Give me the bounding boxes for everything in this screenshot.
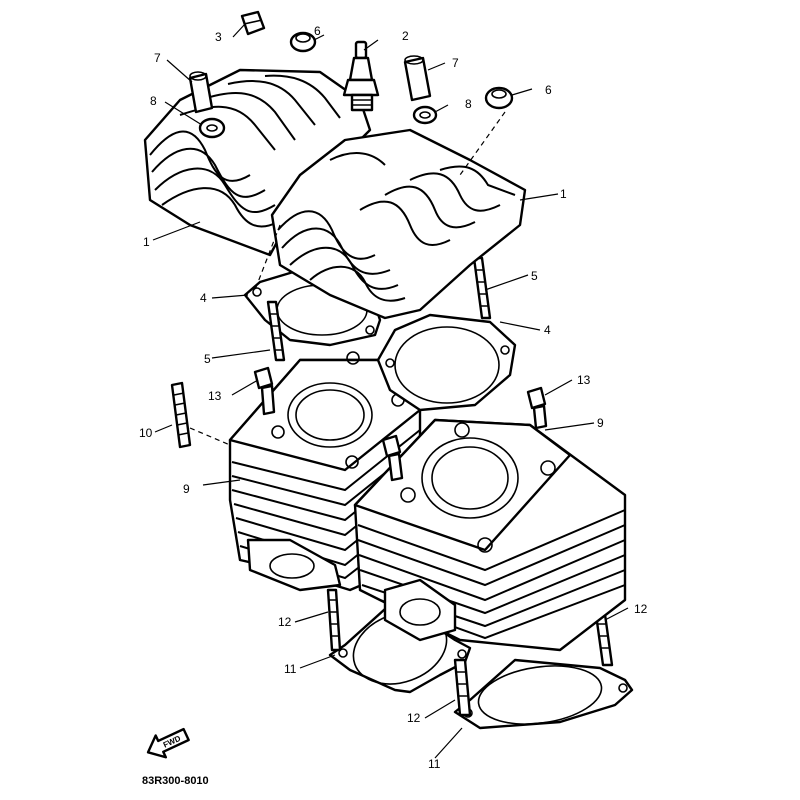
- cylinder-stud-left: [326, 588, 342, 652]
- callout-3: 3: [215, 30, 222, 44]
- callout-6-left: 6: [314, 24, 321, 38]
- head-gasket-front: [376, 313, 517, 412]
- callout-4-rear: 4: [200, 291, 207, 305]
- callout-6-right: 6: [545, 83, 552, 97]
- callout-1-rear: 1: [143, 235, 150, 249]
- callout-2: 2: [402, 29, 409, 43]
- dowel-nut-front-right: [526, 386, 548, 430]
- cap-nut: [240, 10, 266, 36]
- collar-right: [403, 55, 432, 102]
- callout-labels: 1 1 2 3 4 4 5 5 6 6 7 7 8 8 9 9 10 11 11…: [139, 24, 648, 771]
- callout-13-right: 13: [577, 373, 591, 387]
- callout-4-front: 4: [544, 323, 551, 337]
- washer-left: [198, 117, 226, 139]
- clip-strip: [170, 381, 192, 449]
- leader-lines: [152, 23, 629, 759]
- flange-nut-right: [484, 86, 514, 110]
- cylinder-head-rear: [143, 68, 372, 257]
- callout-12-middle: 12: [407, 711, 421, 725]
- callout-8-right: 8: [465, 97, 472, 111]
- forward-arrow-icon: FWD: [146, 727, 190, 759]
- dowel-nut-front-left: [381, 434, 404, 482]
- callout-7-left: 7: [154, 51, 161, 65]
- callout-10: 10: [139, 426, 153, 440]
- callout-12-right: 12: [634, 602, 648, 616]
- cylinder-head-front: [270, 128, 527, 320]
- callout-11-rear: 11: [284, 662, 297, 676]
- washer-right: [412, 105, 438, 125]
- collar-left: [188, 71, 214, 114]
- callout-12-left: 12: [278, 615, 292, 629]
- callout-5-right: 5: [531, 269, 538, 283]
- callout-8-left: 8: [150, 94, 157, 108]
- diagram-code: 83R300-8010: [142, 775, 209, 787]
- dowel-nut-rear: [253, 366, 276, 416]
- callout-13-left: 13: [208, 389, 222, 403]
- callout-7-right: 7: [452, 56, 459, 70]
- callout-11-front: 11: [428, 757, 441, 771]
- callout-9-front: 9: [597, 416, 604, 430]
- head-stud-right: [472, 256, 492, 320]
- flange-nut-left: [289, 31, 317, 53]
- spark-plug: [342, 40, 380, 112]
- callout-1-front: 1: [560, 187, 567, 201]
- callout-5-left: 5: [204, 352, 211, 366]
- cylinder-front: [353, 418, 627, 652]
- base-gasket-front: [453, 658, 634, 730]
- callout-9-rear: 9: [183, 482, 190, 496]
- cylinder-stud-middle: [453, 658, 472, 717]
- head-stud-left: [266, 300, 286, 362]
